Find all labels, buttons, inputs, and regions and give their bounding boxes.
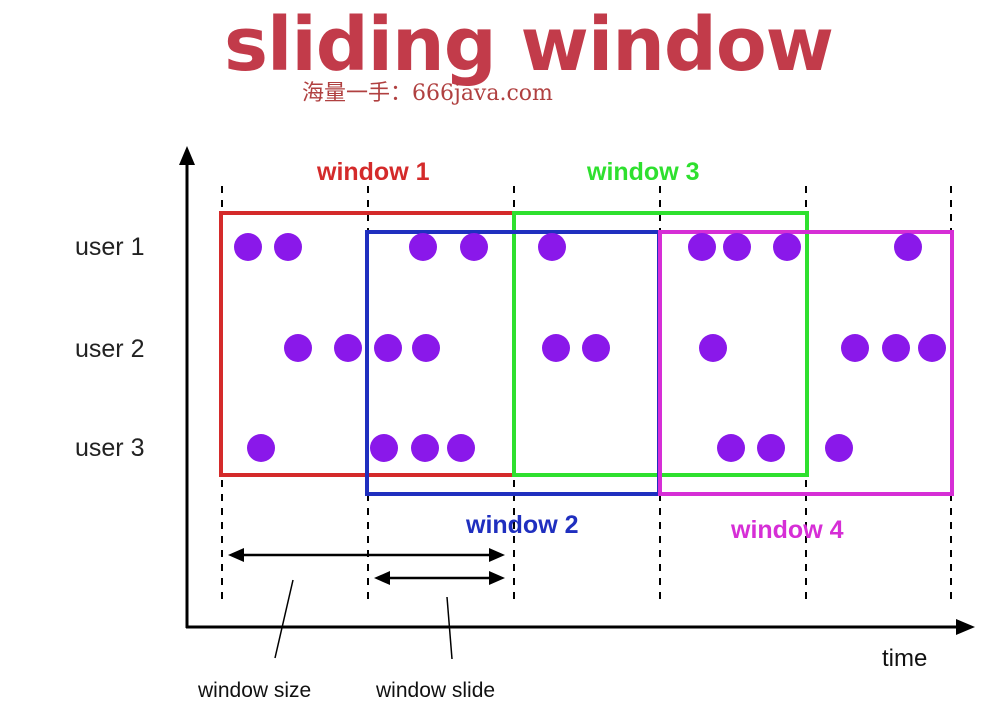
event-dot: [234, 233, 262, 261]
event-dot: [334, 334, 362, 362]
event-dot: [412, 334, 440, 362]
user-2-label: user 2: [75, 335, 144, 363]
y-axis-arrowhead: [179, 146, 195, 165]
event-dot: [374, 334, 402, 362]
diagram-title: sliding window: [223, 2, 834, 88]
event-dot: [825, 434, 853, 462]
event-dot: [460, 233, 488, 261]
window-2-label: window 2: [465, 511, 579, 539]
event-dot: [447, 434, 475, 462]
event-dot: [370, 434, 398, 462]
event-dot: [723, 233, 751, 261]
window-rects: [219, 211, 954, 496]
window-slide-label: window slide: [375, 679, 495, 702]
watermark-text: 海量一手：666java.com: [302, 81, 553, 106]
window-size-arrow: [228, 548, 505, 562]
event-dot: [757, 434, 785, 462]
user-1-label: user 1: [75, 233, 144, 261]
event-dot: [918, 334, 946, 362]
window-3-label: window 3: [586, 158, 700, 186]
event-dot: [409, 233, 437, 261]
event-dot: [538, 233, 566, 261]
window-size-label: window size: [197, 679, 311, 702]
window-4-label: window 4: [730, 516, 844, 544]
event-dot: [699, 334, 727, 362]
event-dot: [717, 434, 745, 462]
event-dot: [582, 334, 610, 362]
x-axis-arrowhead: [956, 619, 975, 635]
window-slide-arrow: [374, 571, 505, 585]
event-dot: [688, 233, 716, 261]
x-axis-label: time: [882, 645, 927, 672]
event-dot: [284, 334, 312, 362]
window-size-pointer: [274, 579, 294, 659]
event-dot: [411, 434, 439, 462]
window-1-label: window 1: [316, 158, 430, 186]
window-4-rect: [658, 230, 954, 496]
event-dot: [841, 334, 869, 362]
event-dot: [882, 334, 910, 362]
user-3-label: user 3: [75, 434, 144, 462]
window-slide-pointer: [446, 596, 453, 660]
event-dot: [247, 434, 275, 462]
event-dot: [773, 233, 801, 261]
events: [234, 233, 946, 462]
event-dot: [274, 233, 302, 261]
event-dot: [894, 233, 922, 261]
event-dot: [542, 334, 570, 362]
axes: [179, 146, 975, 635]
